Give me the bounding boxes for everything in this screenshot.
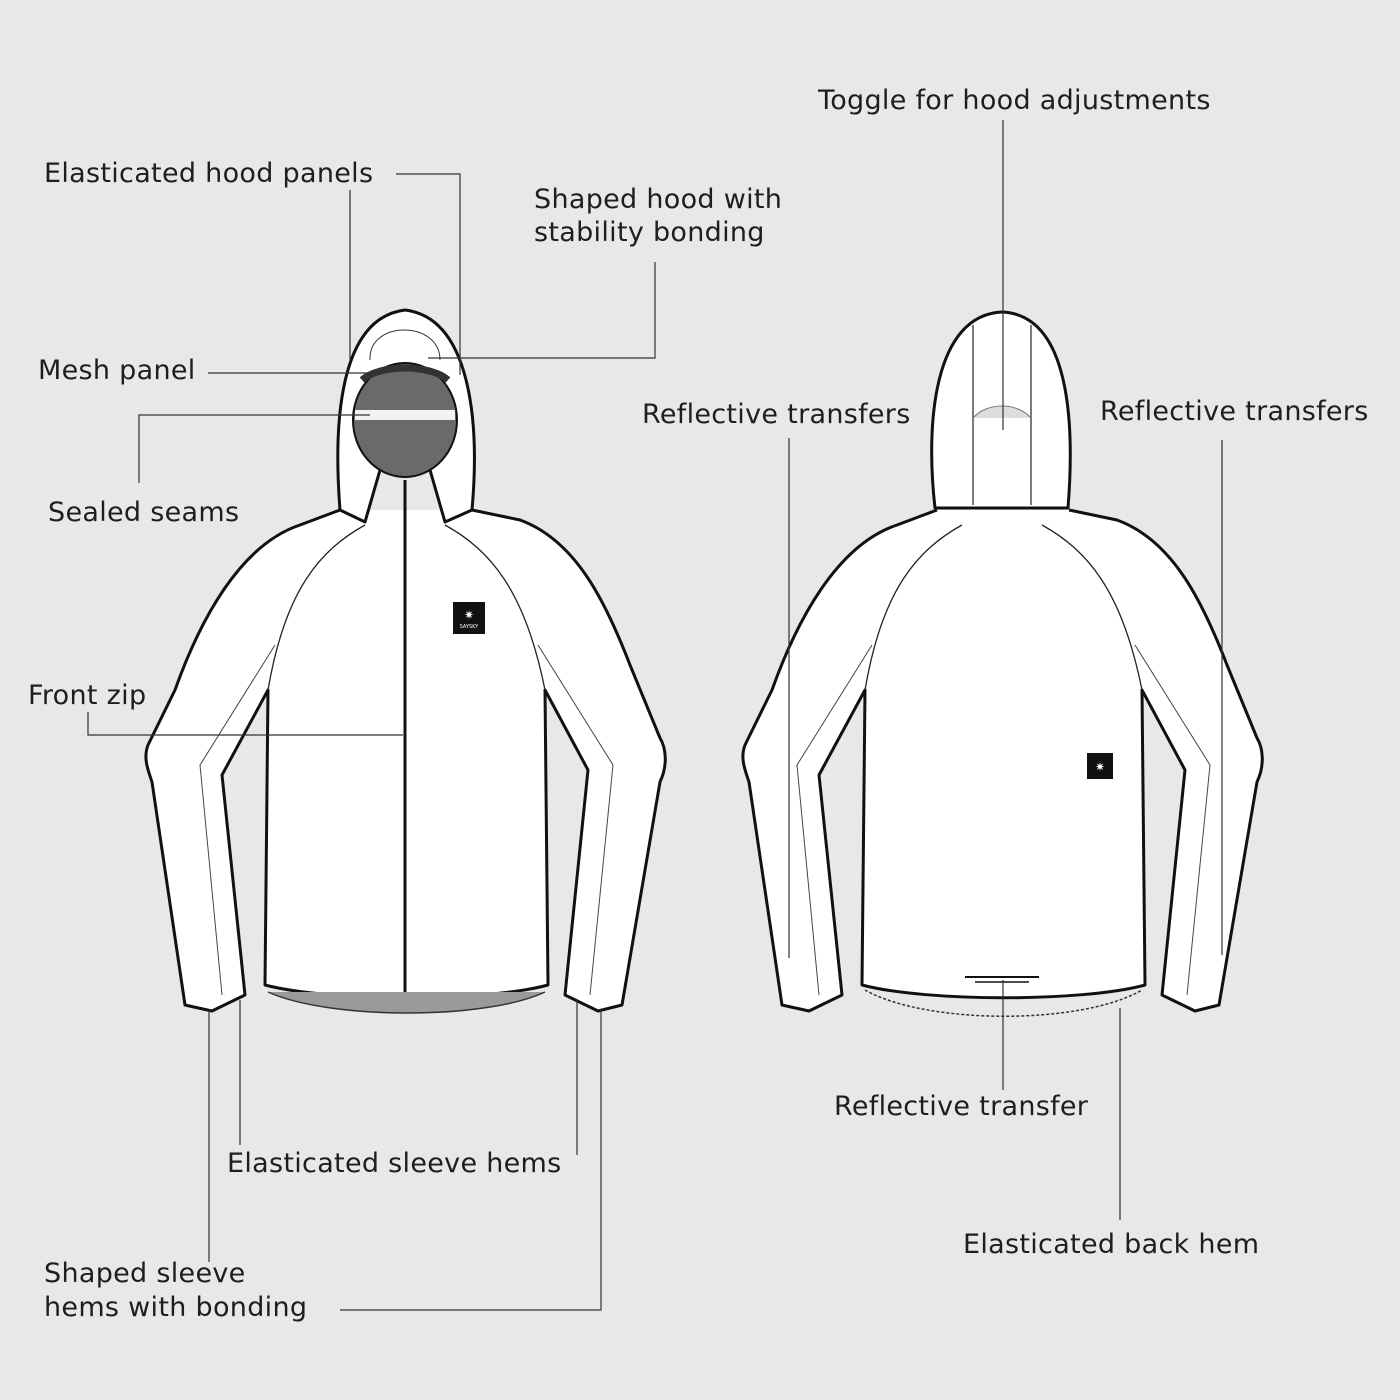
label-sealed-seams: Sealed seams xyxy=(48,497,240,528)
svg-text:✷: ✷ xyxy=(1095,760,1105,774)
label-elasticated-back-hem: Elasticated back hem xyxy=(963,1229,1260,1260)
label-reflective-transfer: Reflective transfer xyxy=(834,1091,1089,1122)
label-elasticated-hood-panels: Elasticated hood panels xyxy=(44,158,374,189)
label-reflective-right: Reflective transfers xyxy=(1100,396,1369,427)
front-jacket: ✷ SAYSKY xyxy=(144,308,667,1014)
leader-lines xyxy=(87,120,1223,1311)
back-jacket: ✷ xyxy=(741,310,1264,1017)
label-shaped-hood-2: stability bonding xyxy=(534,217,765,248)
label-shaped-sleeve-1: Shaped sleeve xyxy=(44,1258,246,1289)
label-toggle-hood: Toggle for hood adjustments xyxy=(818,85,1211,116)
label-mesh-panel: Mesh panel xyxy=(38,355,196,386)
label-front-zip: Front zip xyxy=(28,680,147,711)
label-shaped-hood-1: Shaped hood with xyxy=(534,184,783,215)
label-elasticated-sleeve-hems: Elasticated sleeve hems xyxy=(227,1148,562,1179)
label-shaped-sleeve-2: hems with bonding xyxy=(44,1292,308,1323)
logo-text: SAYSKY xyxy=(460,624,480,630)
label-reflective-left: Reflective transfers xyxy=(642,399,911,430)
saysky-logo-badge xyxy=(453,602,485,634)
svg-text:✷: ✷ xyxy=(464,608,474,622)
